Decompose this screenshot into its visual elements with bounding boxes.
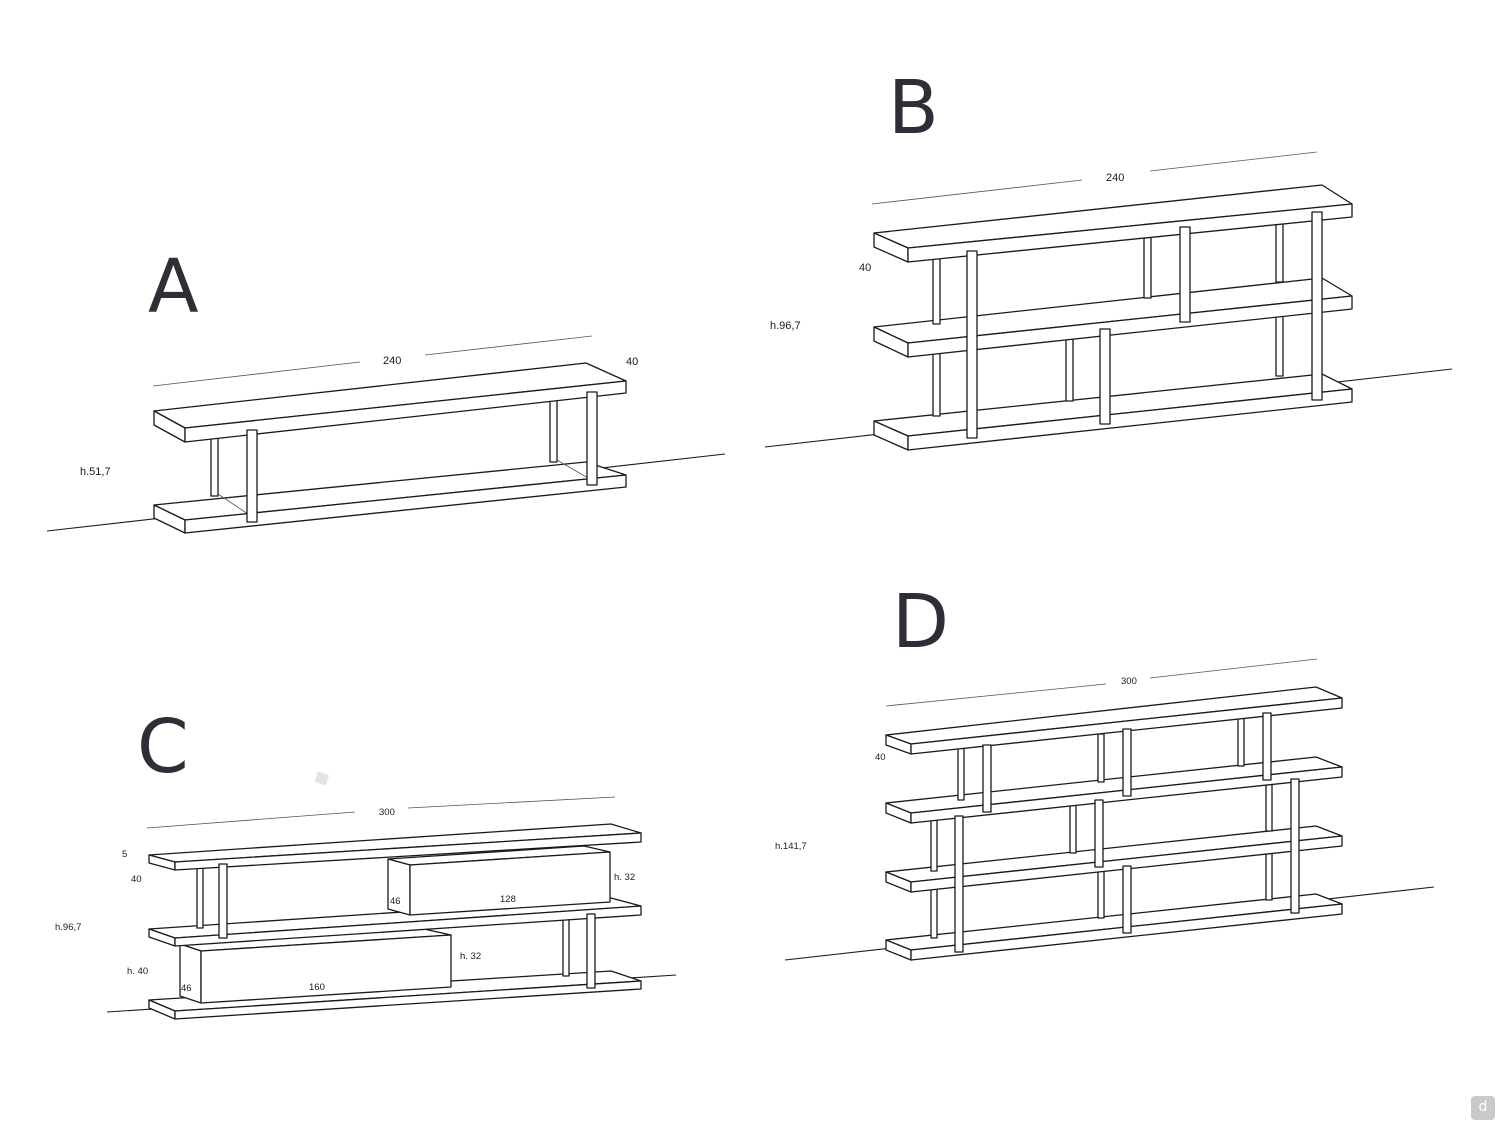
width-dimension-line <box>407 796 616 809</box>
variant-a-width-label: 240 <box>383 355 401 367</box>
variant-b-depth-label: 40 <box>859 262 871 274</box>
variant-c-lower-box-depth-label: 46 <box>181 983 192 994</box>
rear-leg <box>1143 233 1152 299</box>
front-leg <box>966 250 978 439</box>
width-dimension-line <box>885 683 1107 707</box>
rear-leg <box>210 429 219 497</box>
variant-c-upper-box-width-label: 128 <box>500 894 516 905</box>
width-dimension-line <box>152 361 361 387</box>
front-leg <box>982 744 992 813</box>
rear-leg <box>1275 311 1284 377</box>
front-leg <box>586 913 596 989</box>
variant-d-letter: D <box>892 579 949 665</box>
rear-leg <box>1069 802 1077 854</box>
variant-d-width-label: 300 <box>1121 676 1137 687</box>
rear-leg <box>932 347 941 417</box>
variant-c-base-height-label: h. 40 <box>127 966 148 977</box>
variant-c-depth-label: 40 <box>131 874 142 885</box>
variant-b-width-label: 240 <box>1106 172 1124 184</box>
rear-leg <box>1265 847 1273 901</box>
rear-leg <box>1275 219 1284 283</box>
front-leg <box>1122 728 1132 797</box>
variant-c-thickness-label: 5 <box>122 849 127 860</box>
width-dimension-line <box>1149 151 1318 172</box>
variant-d: D 300 40 h.141,7 <box>775 579 1435 961</box>
rear-leg <box>1097 865 1105 919</box>
rear-leg <box>1237 717 1245 767</box>
rear-leg <box>196 867 204 929</box>
variant-b-letter: B <box>888 65 939 151</box>
variant-c-width-label: 300 <box>379 807 395 818</box>
shelf <box>885 756 1343 814</box>
rear-leg <box>932 257 941 325</box>
variant-a-depth-label: 40 <box>626 356 638 368</box>
width-dimension-line <box>871 179 1083 205</box>
width-dimension-line <box>146 811 356 829</box>
rear-leg <box>1265 780 1273 832</box>
variant-c-letter: C <box>137 704 189 790</box>
variant-b: B 240 40 h.96,7 <box>764 65 1453 451</box>
front-leg <box>1290 778 1300 914</box>
front-leg <box>1094 799 1104 868</box>
variant-a-height-label: h.51,7 <box>80 466 111 478</box>
variant-a: A 240 40 h.51,7 <box>46 244 726 534</box>
front-leg <box>1311 211 1323 401</box>
d-logo-icon: d <box>1471 1096 1495 1120</box>
rear-leg <box>549 397 558 463</box>
variant-c-height-label: h.96,7 <box>55 922 81 933</box>
variant-c: C 300 5 40 h.96,7 h. 40 160 46 h. 32 128… <box>55 704 677 1020</box>
front-leg <box>1099 328 1111 425</box>
rear-leg <box>1097 733 1105 783</box>
front-leg <box>1179 226 1191 323</box>
front-leg <box>586 391 598 486</box>
front-leg <box>1122 865 1132 934</box>
front-leg <box>954 815 964 953</box>
variant-d-height-label: h.141,7 <box>775 841 807 852</box>
rear-leg <box>562 917 570 977</box>
rear-leg <box>1065 335 1074 402</box>
variant-a-letter: A <box>148 244 199 330</box>
variant-c-lower-box-height-label: h. 32 <box>460 951 481 962</box>
rear-leg <box>930 882 938 939</box>
rear-leg <box>930 816 938 872</box>
width-dimension-line <box>424 335 593 356</box>
variant-d-depth-label: 40 <box>875 752 886 763</box>
variant-c-upper-box-depth-label: 46 <box>390 896 401 907</box>
front-leg <box>246 429 258 523</box>
variant-c-upper-box-height-label: h. 32 <box>614 872 635 883</box>
front-leg <box>1262 712 1272 781</box>
variant-b-height-label: h.96,7 <box>770 320 801 332</box>
variant-c-lower-box-width-label: 160 <box>309 982 325 993</box>
smudge-mark <box>314 771 329 786</box>
front-leg <box>218 863 228 939</box>
width-dimension-line <box>1149 658 1318 679</box>
rear-leg <box>957 747 965 801</box>
